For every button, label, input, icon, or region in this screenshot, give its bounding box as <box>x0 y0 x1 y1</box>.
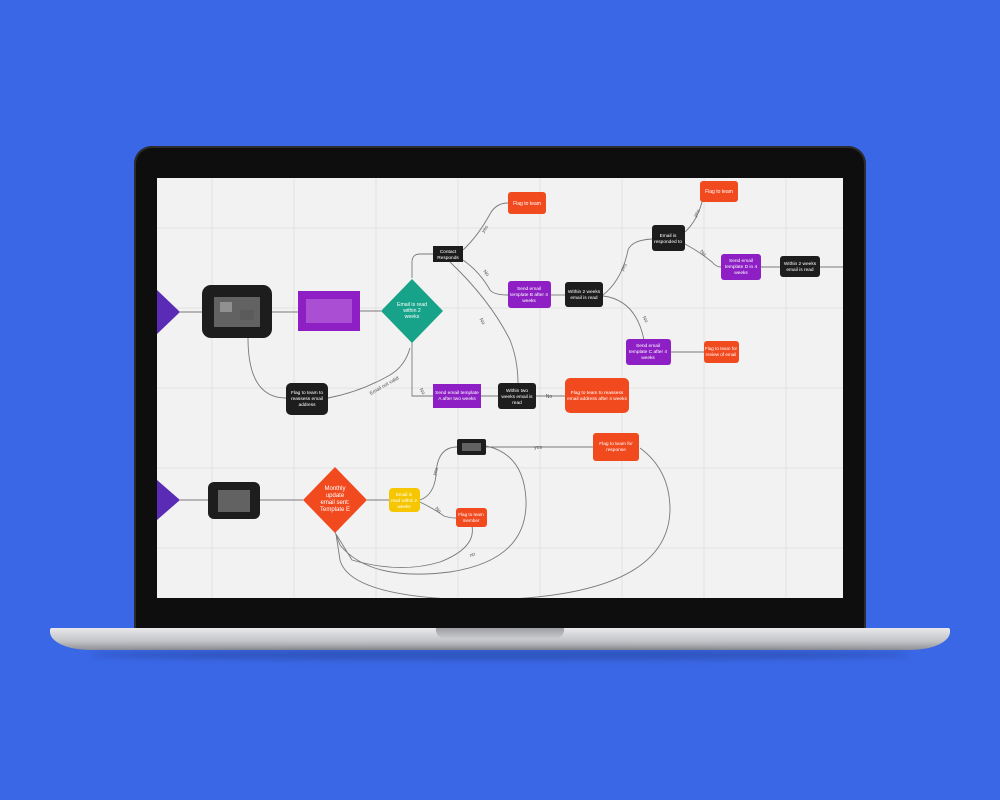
node-within-two-weeks-read[interactable]: Within two weeks email is read <box>498 383 536 409</box>
svg-text:Email is: Email is <box>660 233 677 239</box>
svg-text:Flag to team for: Flag to team for <box>599 441 633 447</box>
redacted-node-top[interactable] <box>202 285 272 338</box>
svg-text:weeks: weeks <box>641 355 655 361</box>
svg-text:template D in 4: template D in 4 <box>725 264 758 270</box>
redacted-node-purple[interactable] <box>298 291 360 331</box>
svg-text:Flag to team to reassess: Flag to team to reassess <box>571 390 624 396</box>
svg-text:review of email: review of email <box>706 352 737 357</box>
monthly-update-label: Monthly update email sent: Template E <box>320 486 350 513</box>
svg-text:Template E: Template E <box>320 507 350 513</box>
node-flag-reassess-after-4-weeks[interactable]: Flag to team to reassess email address a… <box>565 378 629 413</box>
redacted-node-bottom[interactable] <box>208 482 260 519</box>
decision-email-read-within-2-weeks[interactable] <box>381 279 443 343</box>
svg-text:Contact: Contact <box>440 249 457 255</box>
node-flag-reassess-email[interactable]: Flag to team to reassess email address <box>286 383 328 415</box>
svg-text:Send email: Send email <box>517 286 541 292</box>
node-send-template-c[interactable]: Send email template C after 4 weeks <box>626 339 671 365</box>
svg-text:weeks: weeks <box>397 504 411 509</box>
node-send-template-b[interactable]: Send email template B after 4 weeks <box>508 281 551 308</box>
node-send-template-a[interactable]: Send email template A after two weeks <box>433 384 481 408</box>
svg-text:Within 2 weeks: Within 2 weeks <box>784 261 817 267</box>
node-email-responded[interactable]: Email is responded to <box>652 225 685 251</box>
node-flag-review-email[interactable]: Flag to team for review of email <box>704 341 739 363</box>
svg-text:A after two weeks: A after two weeks <box>438 396 476 402</box>
svg-text:member: member <box>463 518 480 523</box>
laptop-hinge-notch <box>436 628 564 638</box>
svg-text:email is read: email is read <box>570 295 598 301</box>
redacted-node-small[interactable] <box>457 439 486 455</box>
node-flag-to-team-top-right[interactable]: Flag to team <box>700 181 738 202</box>
svg-text:Monthly: Monthly <box>324 486 345 492</box>
monthly-update-email-diamond[interactable] <box>303 467 367 533</box>
edge-label: yes <box>480 224 490 234</box>
edge-label: no <box>469 551 477 559</box>
edge-label: yes <box>693 208 702 218</box>
svg-text:Send email: Send email <box>729 258 753 264</box>
laptop-base <box>50 628 950 650</box>
connector-lines <box>180 197 843 598</box>
svg-text:within 2: within 2 <box>403 308 421 314</box>
edge-label: yes <box>534 445 542 451</box>
svg-text:read within 2: read within 2 <box>391 498 417 503</box>
svg-text:Flag to team to: Flag to team to <box>291 390 323 396</box>
svg-text:Flag to team: Flag to team <box>458 512 484 517</box>
node-email-read-within-yellow[interactable]: Email is read within 2 weeks <box>389 488 420 512</box>
edge-label: yes <box>620 262 629 272</box>
svg-text:template B after 4: template B after 4 <box>510 292 548 298</box>
svg-text:template C after 4: template C after 4 <box>629 349 667 355</box>
svg-text:address: address <box>298 402 316 408</box>
node-flag-team-member[interactable]: Flag to team member <box>456 508 487 527</box>
start-shape-bottom[interactable] <box>157 480 180 520</box>
svg-text:weeks: weeks <box>522 298 536 304</box>
edge-label: Email not valid <box>369 375 400 397</box>
svg-text:weeks email is: weeks email is <box>501 394 533 400</box>
svg-text:reassess email: reassess email <box>291 396 323 402</box>
svg-text:email is read: email is read <box>786 267 814 273</box>
svg-text:Flag to team: Flag to team <box>705 189 733 195</box>
start-shape-top[interactable] <box>157 290 180 334</box>
edge-label: No <box>418 387 427 396</box>
flowchart-diagram: yes No No Email not valid No No yes No N… <box>157 178 843 598</box>
svg-text:Email is read: Email is read <box>397 302 427 308</box>
svg-text:Responds: Responds <box>437 255 459 261</box>
svg-text:weeks: weeks <box>405 314 420 320</box>
edge-label: yes <box>432 467 440 477</box>
node-flag-response[interactable]: Flag to team for response <box>593 433 639 461</box>
svg-text:Send email: Send email <box>636 343 660 349</box>
edge-label: No <box>546 394 553 400</box>
decision-email-read-within-label: Email is read within 2 weeks <box>397 302 427 320</box>
svg-text:Email is: Email is <box>396 492 413 497</box>
edge-label: No <box>478 317 487 326</box>
edge-label: No <box>433 506 442 515</box>
flowchart-canvas[interactable]: yes No No Email not valid No No yes No N… <box>157 178 843 598</box>
node-flag-to-team-top[interactable]: Flag to team <box>508 192 546 214</box>
node-contact-responds[interactable]: Contact Responds <box>433 246 463 262</box>
node-within-2-weeks-read-mid[interactable]: Within 2 weeks email is read <box>565 282 603 307</box>
svg-text:Within two: Within two <box>506 388 528 394</box>
node-send-template-d[interactable]: Send email template D in 4 weeks <box>721 254 761 280</box>
laptop-shadow <box>90 650 910 660</box>
svg-text:Send email template: Send email template <box>435 390 479 396</box>
svg-text:email address after 4 weeks: email address after 4 weeks <box>567 396 627 402</box>
edge-label: No <box>481 269 490 278</box>
svg-text:update: update <box>326 493 345 499</box>
edge-label: No <box>698 249 707 258</box>
svg-text:read: read <box>512 400 522 406</box>
edge-label: No <box>641 315 650 324</box>
node-within-2-weeks-read-right[interactable]: Within 2 weeks email is read <box>780 256 820 277</box>
svg-text:responded to: responded to <box>654 239 682 245</box>
svg-text:response: response <box>606 447 626 453</box>
svg-text:Flag to team for: Flag to team for <box>705 346 738 351</box>
svg-text:weeks: weeks <box>734 270 748 276</box>
svg-text:email sent:: email sent: <box>320 500 349 506</box>
svg-text:Within 2 weeks: Within 2 weeks <box>568 289 601 295</box>
svg-text:Flag to team: Flag to team <box>513 201 541 207</box>
